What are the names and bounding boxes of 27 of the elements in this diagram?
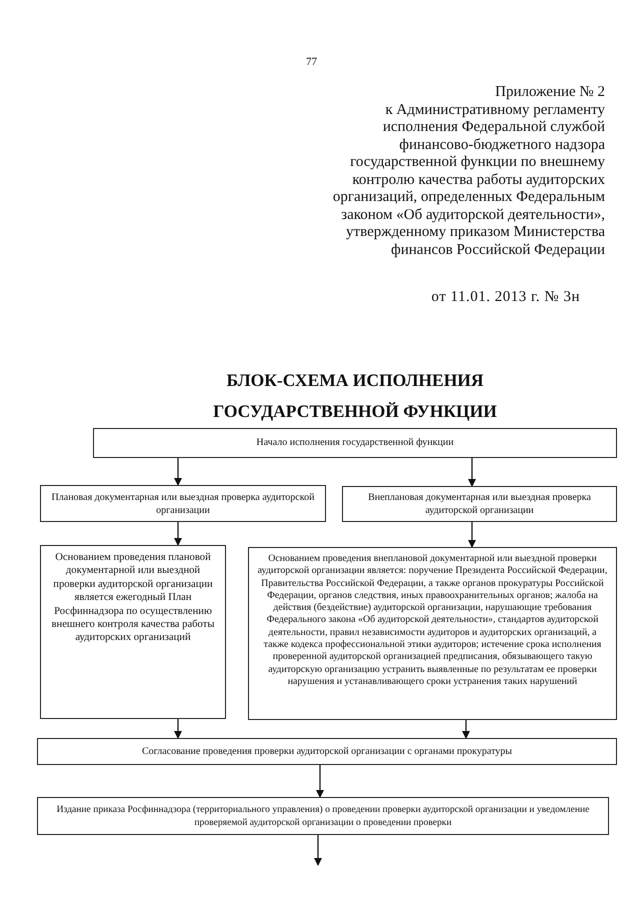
arrow bbox=[314, 835, 322, 866]
page-number: 77 bbox=[306, 56, 317, 68]
arrow bbox=[462, 720, 470, 739]
arrow bbox=[174, 522, 182, 546]
arrow bbox=[468, 458, 476, 487]
appendix-note: к Административному регламенту исполнения Федеральной службой финансово-бюджетного надзора государственной функции по внешнему контролю качества работы аудиторских организаций, определенных Федеральным законом «Об аудиторской деятельности», утвержденному приказом Министерства финансов Российской Федерации bbox=[332, 102, 605, 259]
appendix-heading: Приложение № 2 bbox=[494, 84, 605, 102]
arrow bbox=[174, 458, 182, 486]
process-box bbox=[342, 486, 617, 522]
process-box bbox=[40, 485, 326, 522]
box-text: Внеплановая документарная или выездная проверка аудиторской организации bbox=[367, 491, 592, 517]
box-text: Издание приказа Росфиннадзора (территориального управления) о проведении проверки аудиторской организации и уведомление проверяемой аудиторской организации о проведении проверки bbox=[56, 803, 590, 829]
process-box bbox=[93, 428, 617, 458]
approval-date: от 11.01. 2013 г. № 3н bbox=[431, 289, 580, 306]
box-text: Основанием проведения плановой документарной или выездной проверки аудиторской организации является ежегодный План Росфиннадзора по осуществлению внешнего контроля качества работы аудиторских организаций bbox=[50, 551, 216, 645]
box-text: Согласование проведения проверки аудиторской организации с органами прокуратуры bbox=[142, 746, 512, 758]
process-box bbox=[248, 547, 617, 720]
diagram-title: БЛОК-СХЕМА ИСПОЛНЕНИЯ ГОСУДАРСТВЕННОЙ ФУНКЦИИ bbox=[212, 369, 498, 423]
arrow bbox=[174, 719, 182, 739]
process-box bbox=[37, 738, 617, 765]
process-box bbox=[37, 797, 609, 835]
arrow bbox=[468, 522, 476, 548]
box-text: Основанием проведения внеплановой документарной или выездной проверки аудиторской организации является: поручение Президента Российской Федерации, Правительства Российской Федерации, а также органов прокуратуры Российской Федерации, органов следствия, иных правоохранительных органов; жалоба на действия (бездействие) аудиторской организации, нарушающие требования Федерального закона «Об аудиторской деятельности», стандартов аудиторской деятельности, правил независимости аудиторов и аудиторских организаций, а также кодекса профессиональной этики аудиторов; истечение срока исполнения проверенной аудиторской организацией предписания, обязывающего такую аудиторскую организацию устранить выявленные по результатам ее проверки нарушения и устанавливающего сроки устранения таких нарушений bbox=[256, 553, 608, 688]
process-box bbox=[40, 545, 226, 719]
arrow bbox=[316, 765, 324, 798]
box-text: Начало исполнения государственной функции bbox=[256, 437, 454, 449]
box-text: Плановая документарная или выездная проверка аудиторской организации bbox=[50, 490, 316, 516]
